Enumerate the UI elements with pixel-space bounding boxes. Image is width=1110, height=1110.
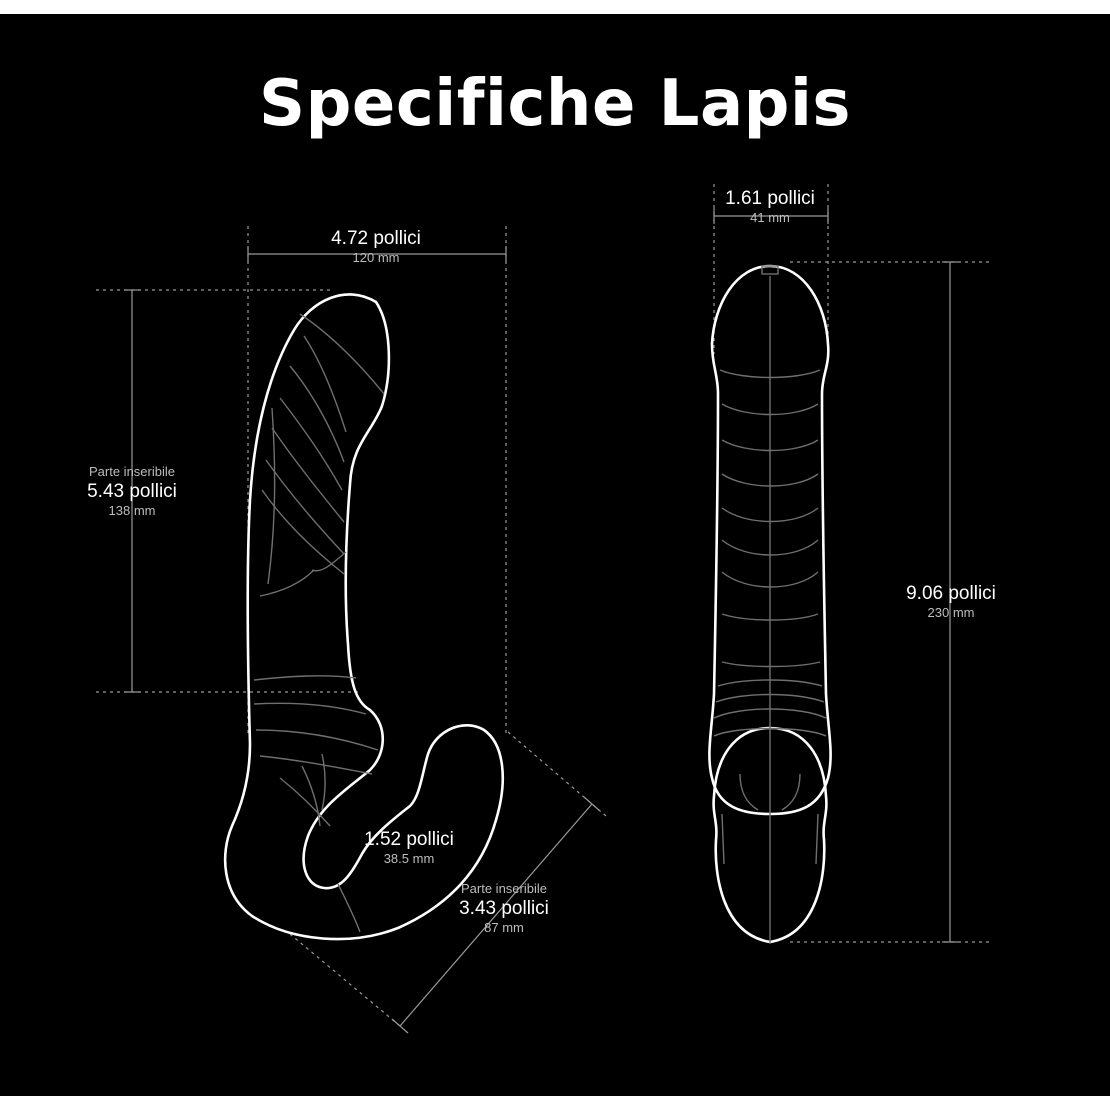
total-length-label: 9.06 pollici 230 mm [886,582,1016,621]
side-view-details [253,313,385,933]
insertable-short-label: Parte inseribile 3.43 pollici 87 mm [434,881,574,936]
total-length-metric: 230 mm [927,605,975,620]
page-title: Specifiche Lapis [259,67,851,141]
bulb-width-metric: 38.5 mm [383,851,435,866]
insertable-short-metric: 87 mm [484,920,524,935]
bulb-width-label: 1.52 pollici 38.5 mm [344,828,474,867]
width-side-imperial: 4.72 pollici [331,228,421,249]
insertable-short-imperial: 3.43 pollici [459,898,549,919]
insertable-long-label: Parte inseribile 5.43 pollici 138 mm [62,464,202,519]
width-front-metric: 41 mm [750,210,790,225]
insertable-short-caption: Parte inseribile [461,881,547,896]
bulb-width-imperial: 1.52 pollici [364,829,454,850]
insertable-long-metric: 138 mm [108,503,156,518]
side-view-dimension-lines [96,226,607,1034]
front-view-details [713,265,827,944]
total-length-imperial: 9.06 pollici [906,583,996,604]
insertable-short-dimension-line [399,803,593,1027]
width-side-label: 4.72 pollici 120 mm [316,227,436,266]
specs-canvas: Specifiche Lapis [0,14,1110,1096]
width-side-metric: 120 mm [352,250,400,265]
width-front-label: 1.61 pollici 41 mm [710,187,830,226]
product-diagram [96,184,990,1034]
insertable-long-imperial: 5.43 pollici [87,481,177,502]
width-front-imperial: 1.61 pollici [725,188,815,209]
insertable-long-caption: Parte inseribile [89,464,175,479]
front-view-dimension-lines [713,184,990,943]
side-view-outline [223,293,505,941]
